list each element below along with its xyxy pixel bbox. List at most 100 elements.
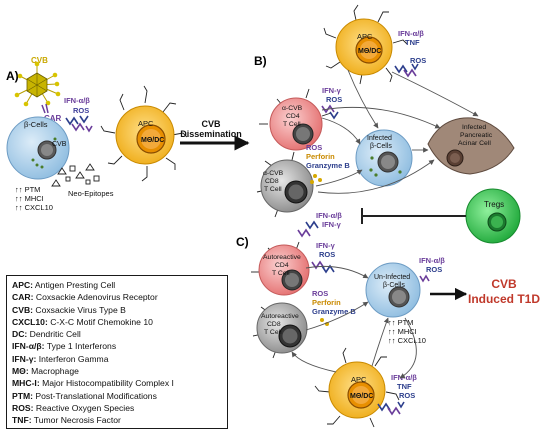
- abbreviation-term: PTM:: [12, 390, 34, 401]
- apc-a-type: MΘ/DC: [141, 137, 164, 144]
- abbreviation-row: MHC-I: Major Histocompatibility Complex …: [12, 377, 222, 389]
- abbreviation-definition: Coxsackie Virus Type B: [33, 304, 126, 315]
- abbreviation-row: IFN-γ: Interferon Gamma: [12, 353, 222, 365]
- abbreviation-term: ROS:: [12, 402, 34, 413]
- beta-cell-a-label: β-Cells: [24, 120, 48, 129]
- c-cd4-ifn-label: IFN-γ: [316, 241, 336, 250]
- uninfected-beta-line1: Un-Infected: [374, 274, 410, 281]
- b-tnf-label: TNF: [405, 38, 420, 47]
- c-marker-mhci: ↑↑ MHCI: [388, 327, 417, 336]
- beta-cell-a: [6, 116, 70, 180]
- c-beta-cytokine-icon: [419, 274, 430, 283]
- cd4-c-line2: CD4: [275, 262, 289, 269]
- abbreviation-row: APC: Antigen Presting Cell: [12, 279, 222, 291]
- tregs-label: Tregs: [484, 200, 504, 209]
- b-ifn-label: IFN-α/β: [398, 29, 424, 38]
- c-apc-ros-label: ROS: [399, 391, 415, 400]
- dissemination-line1: CVB: [201, 119, 221, 129]
- cd4-tcell-b: [259, 88, 332, 151]
- a-cytokine-cluster-icon: [65, 115, 93, 133]
- apc-cell-c: [314, 347, 400, 428]
- c-cd8-ros-label: ROS: [312, 289, 328, 298]
- abbreviation-definition: Type 1 Interferons: [44, 341, 117, 352]
- cd4-b-line1: α-CVB: [282, 105, 303, 112]
- cd4-b-line2: CD4: [286, 113, 300, 120]
- apc-cell-a: [100, 85, 188, 182]
- abbreviation-row: CXCL10: C-X-C Motif Chemokine 10: [12, 316, 222, 328]
- abbreviation-term: MHC-I:: [12, 378, 40, 389]
- a-ros-label: ROS: [73, 106, 89, 115]
- b-cd8-ros-label: ROS: [306, 143, 322, 152]
- a-marker-cxcl10: ↑↑ CXCL10: [15, 203, 53, 212]
- treg-inhibition-bar-icon: [361, 208, 466, 224]
- dissemination-line2: Dissemination: [180, 129, 242, 139]
- apc-c-type: MΘ/DC: [350, 393, 373, 400]
- c-apc-ifn-label: IFN-α/β: [391, 373, 417, 382]
- b-apc-cytokine-icon: [394, 63, 419, 78]
- abbreviation-term: CVB:: [12, 304, 34, 315]
- abbreviation-row: IFN-α/β: Type 1 Interferons: [12, 340, 222, 352]
- outcome-line1: CVB: [491, 277, 517, 291]
- apc-a-name: APC: [138, 119, 154, 128]
- b-cd8-granule-icon: [310, 174, 322, 184]
- abbreviation-term: DC:: [12, 329, 28, 340]
- uninfected-beta-line2: β-Cells: [383, 282, 405, 289]
- c-cd8-perforin-label: Perforin: [312, 298, 341, 307]
- abbreviation-definition: Post-Translational Modifications: [33, 390, 157, 401]
- abbreviation-definition: Interferon Gamma: [36, 353, 109, 364]
- mid-ifn-g-label: IFN-γ: [322, 220, 342, 229]
- abbreviation-row: ROS: Reactive Oxygen Species: [12, 402, 222, 414]
- acinar-line3: Acinar Cell: [458, 140, 491, 147]
- abbreviation-definition: Tumor Necrosis Factor: [31, 415, 121, 426]
- abbreviation-definition: C-X-C Motif Chemokine 10: [47, 316, 153, 327]
- abbreviation-term: CXCL10:: [12, 316, 48, 327]
- cd4-c-line1: Autoreactive: [263, 254, 301, 261]
- cd8-tcell-c: [252, 302, 308, 359]
- c-marker-ptm: ↑↑ PTM: [388, 318, 413, 327]
- car-receptor-icon: [41, 103, 49, 114]
- abbreviation-term: APC:: [12, 280, 34, 290]
- panel-c-label: C): [236, 235, 249, 249]
- cd8-c-line2: CD8: [267, 321, 281, 328]
- b-cd8-perforin-label: Perforin: [306, 152, 335, 161]
- acinar-cell: [427, 117, 515, 175]
- abbreviation-row: PTM: Post-Translational Modifications: [12, 390, 222, 402]
- cd8-tcell-b: [256, 151, 314, 218]
- c-cd4-ros-label: ROS: [319, 250, 335, 259]
- cd4-tcell-c: [251, 241, 310, 296]
- acinar-line1: Infected: [462, 124, 486, 131]
- panel-b-label: B): [254, 54, 267, 68]
- abbreviation-term: IFN-α/β:: [12, 341, 45, 352]
- apc-cell-b: [323, 4, 408, 85]
- abbreviation-term: CAR:: [12, 292, 34, 303]
- c-beta-ifn-label: IFN-α/β: [419, 256, 445, 265]
- mid-ifn-ab-label: IFN-α/β: [316, 211, 342, 220]
- abbreviation-row: MΘ: Macrophage: [12, 365, 222, 377]
- cd4-c-line3: T Cell: [272, 270, 290, 277]
- abbreviation-definition: Major Histocompatibility Complex I: [39, 378, 174, 389]
- abbreviation-row: DC: Dendritic Cell: [12, 328, 222, 340]
- abbreviation-row: CAR: Coxsackie Adenovirus Receptor: [12, 291, 222, 303]
- cd8-b-line1: α-CVB: [263, 170, 284, 177]
- apc-b-name: APC: [357, 32, 373, 41]
- abbreviation-term: TNF:: [12, 415, 32, 426]
- cd8-c-line1: Autoreactive: [261, 313, 299, 320]
- c-cd4-cytokine-icon: [311, 260, 335, 274]
- abbreviation-definition: Coxsackie Adenovirus Receptor: [33, 292, 158, 303]
- acinar-line2: Pancreatic: [460, 132, 493, 139]
- c-beta-ros-label: ROS: [426, 265, 442, 274]
- b-cd8-granzyme-label: Granzyme B: [306, 161, 350, 170]
- c-apc-cytokine-icon: [377, 401, 405, 416]
- abbreviation-term: IFN-γ:: [12, 353, 37, 364]
- abbreviation-row: TNF: Tumor Necrosis Factor: [12, 414, 222, 426]
- b-cd4-ifn-label: IFN-γ: [322, 86, 342, 95]
- apc-b-type: MΘ/DC: [358, 48, 381, 55]
- cd4-b-line3: T Cell: [283, 121, 301, 128]
- infected-beta-cell: [355, 129, 413, 187]
- neo-epitopes-label: Neo-Epitopes: [68, 189, 114, 198]
- mid-cytokine-icon: [297, 220, 319, 238]
